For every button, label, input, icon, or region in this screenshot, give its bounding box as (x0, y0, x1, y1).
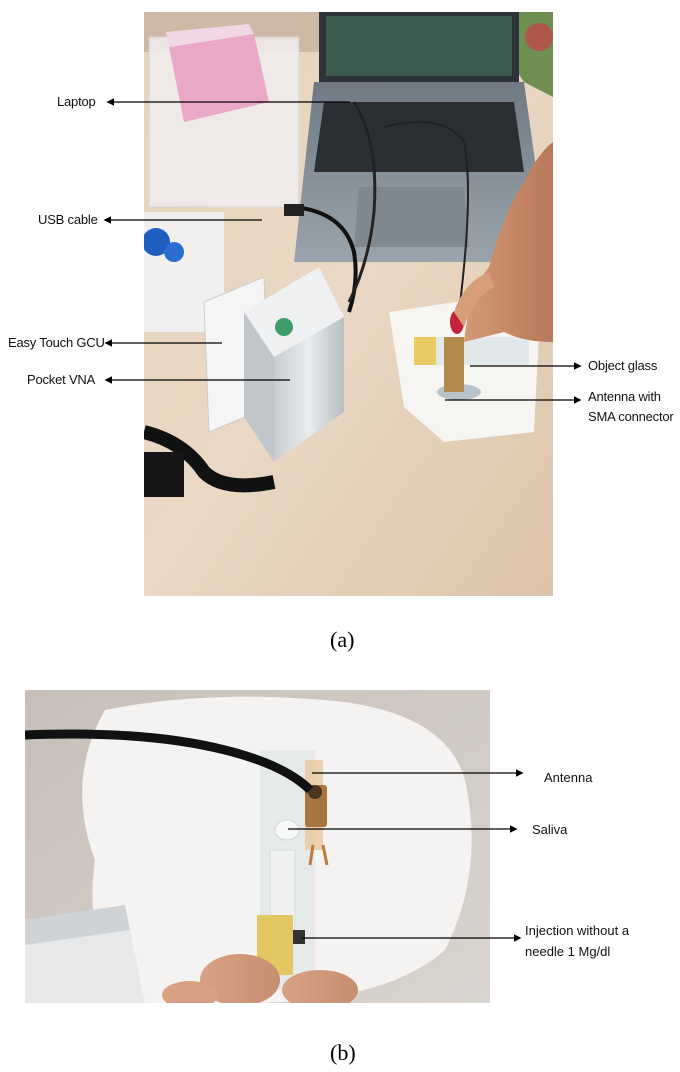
coax-cable (25, 729, 314, 794)
caption-b: (b) (330, 1040, 356, 1065)
easy-touch-box (169, 34, 269, 122)
label-easy-touch-gcu: Easy Touch GCU (8, 335, 105, 350)
pocket-vna-body (274, 317, 344, 462)
label-sma-connector: SMA connector (588, 409, 674, 424)
label-saliva: Saliva (532, 822, 568, 837)
caption-a: (a) (330, 627, 355, 652)
laptop-touchpad (354, 187, 469, 247)
saliva-drop (274, 819, 300, 841)
label-injection-line2: needle 1 Mg/dl (525, 944, 611, 959)
pocket-vna-top (244, 267, 344, 357)
label-pocket-vna: Pocket VNA (27, 372, 96, 387)
laptop-keyboard (314, 102, 524, 172)
setup-illustration (144, 12, 553, 596)
vna-logo-icon (275, 318, 293, 336)
blue-item (144, 228, 170, 256)
power-cable (144, 425, 276, 493)
label-antenna: Antenna (544, 770, 593, 785)
finger (200, 954, 280, 1003)
hand (464, 142, 553, 342)
photo-measurement-setup (144, 12, 553, 596)
label-usb-cable: USB cable (38, 212, 98, 227)
label-laptop: Laptop (57, 94, 96, 109)
label-antenna-with: Antenna with (588, 389, 661, 404)
label-object-glass: Object glass (588, 358, 658, 373)
sma-connector (444, 337, 464, 392)
label-injection-line1: Injection without a (525, 923, 630, 938)
antenna-patch (414, 337, 436, 365)
closeup-illustration (25, 690, 490, 1003)
photo-antenna-closeup (25, 690, 490, 1003)
